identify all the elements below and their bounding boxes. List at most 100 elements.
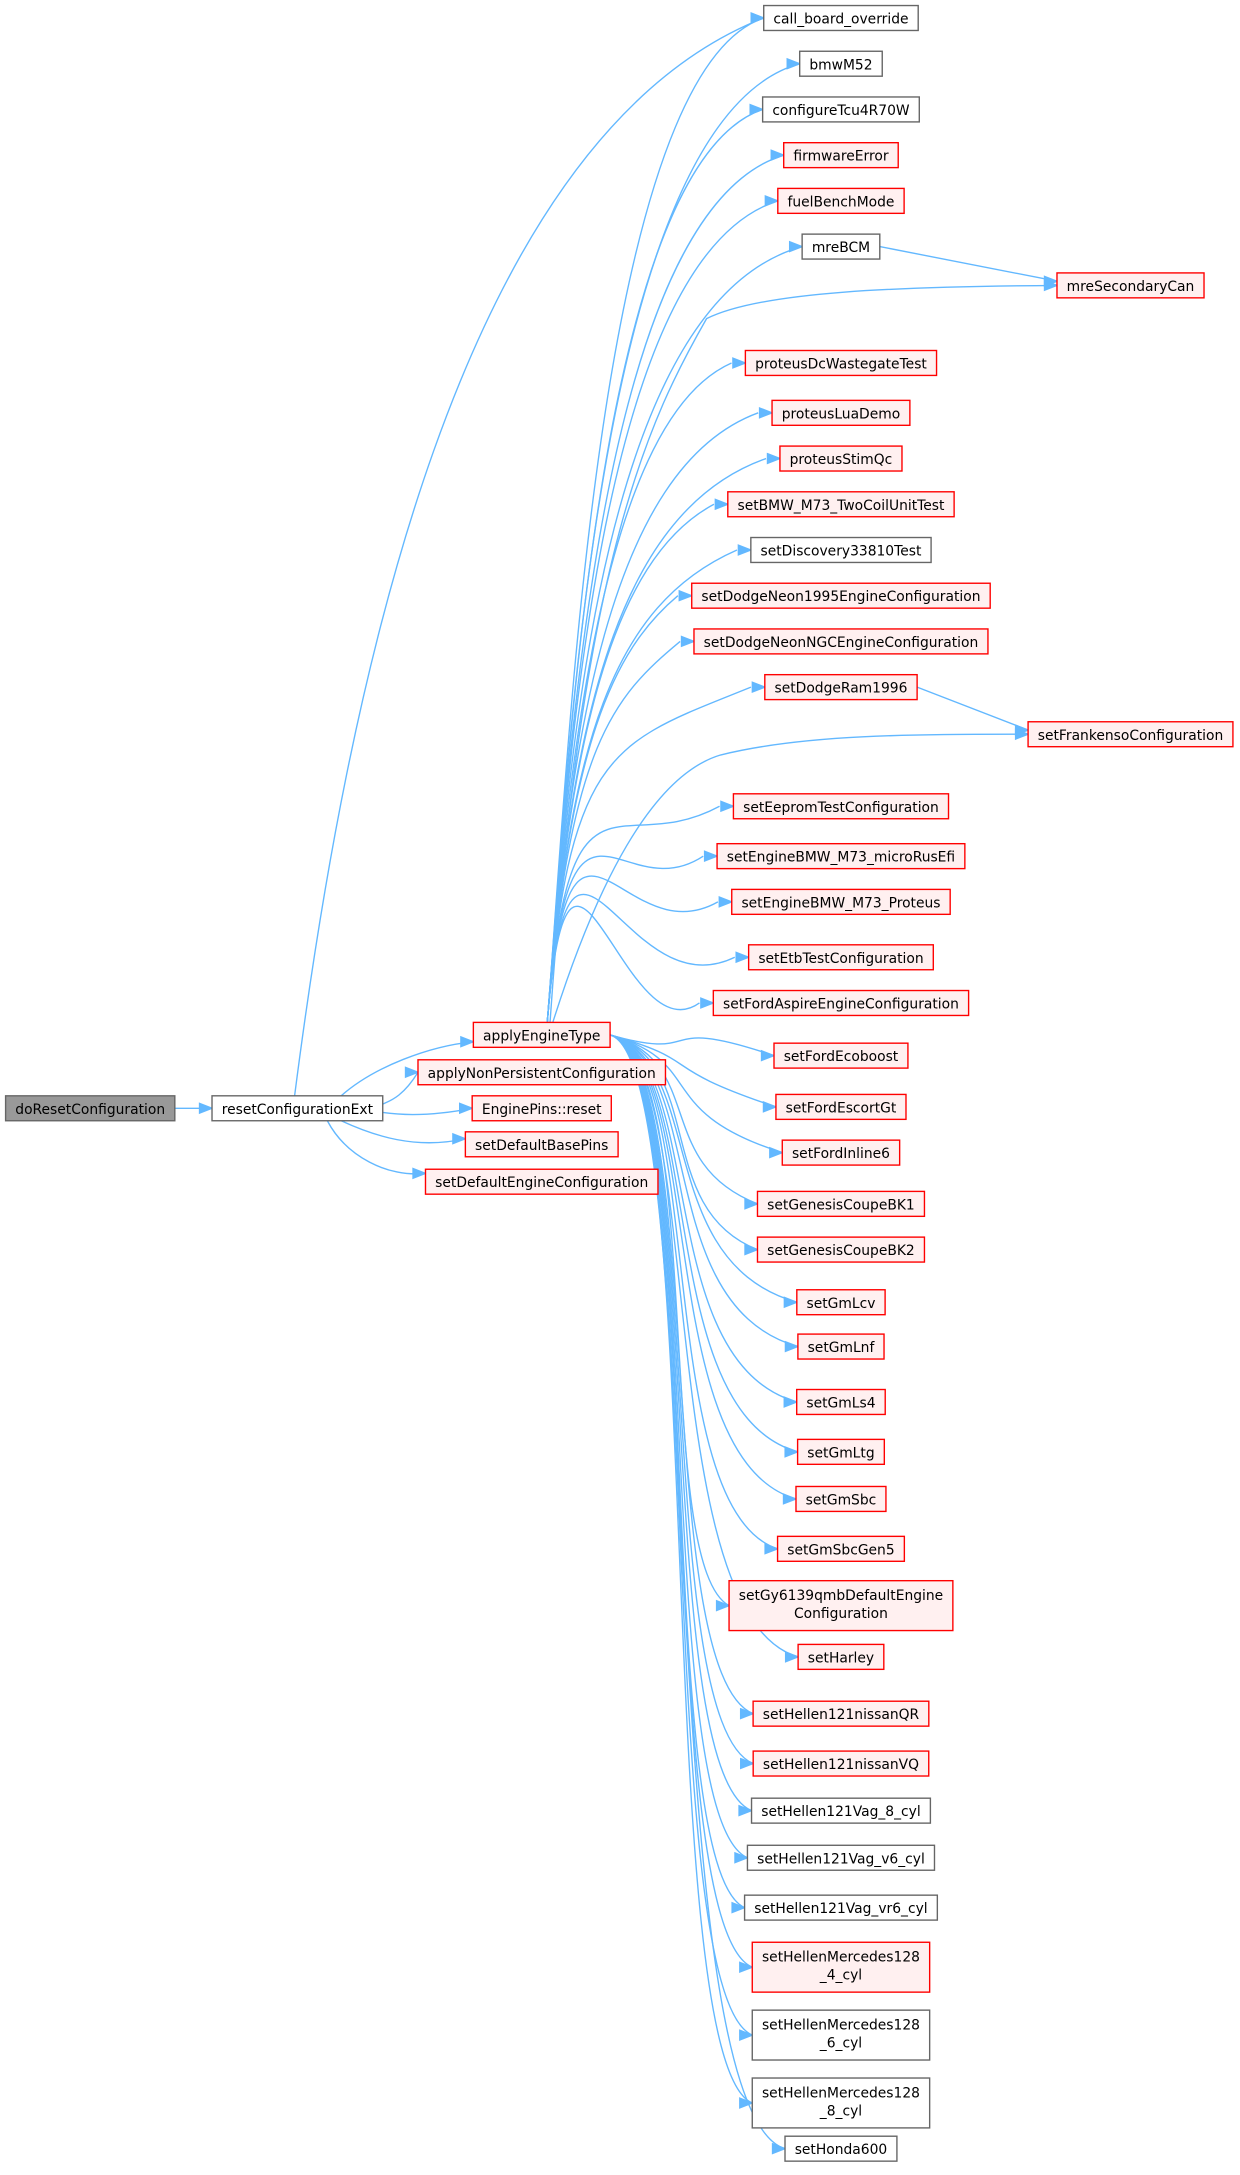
node-sethellen121vag-8-cyl[interactable]: setHellen121Vag_8_cyl — [750, 1797, 932, 1824]
node-setbmw-m73-twocoilunittest[interactable]: setBMW_M73_TwoCoilUnitTest — [727, 491, 955, 518]
node-bmwm52[interactable]: bmwM52 — [798, 50, 883, 77]
node-box — [417, 1059, 667, 1086]
node-label: setHellenMercedes128 — [762, 2085, 920, 2101]
node-label: _6_cyl — [819, 2036, 862, 2052]
node-label: _8_cyl — [819, 2103, 862, 2119]
node-setenginebmw-m73-microrusefi[interactable]: setEngineBMW_M73_microRusEfi — [716, 842, 966, 870]
node-setdefaultengineconfiguration[interactable]: setDefaultEngineConfiguration — [424, 1168, 659, 1195]
edge-applyEngineType-setenginebmw-m73-proteus — [546, 875, 719, 1023]
node-box — [756, 1236, 926, 1263]
arrowhead-icon — [734, 1851, 750, 1864]
node-box — [744, 349, 938, 377]
node-label: applyEngineType — [483, 1028, 600, 1044]
node-box — [775, 1093, 907, 1121]
node-box — [1027, 721, 1234, 748]
arrowhead-icon — [732, 357, 748, 369]
node-setfordecoboost[interactable]: setFordEcoboost — [773, 1042, 909, 1069]
edge-applyEngineType-sethellenmercedes128-6-cyl — [609, 1034, 753, 2036]
arrowhead-icon — [703, 850, 719, 863]
edge-applyEngineType-setfordecoboost — [609, 1034, 775, 1057]
node-label: setGmLs4 — [806, 1396, 875, 1412]
node-box — [751, 1941, 931, 1993]
node-setgmltg[interactable]: setGmLtg — [796, 1438, 886, 1466]
node-box — [795, 1485, 887, 1513]
arrowhead-icon — [735, 951, 751, 964]
node-label: applyNonPersistentConfiguration — [428, 1066, 656, 1082]
node-setdodgeneonngcengineconfiguration[interactable]: setDodgeNeonNGCEngineConfiguration — [693, 628, 989, 655]
node-box — [764, 673, 918, 701]
node-proteusluademo[interactable]: proteusLuaDemo — [771, 399, 911, 426]
node-sethonda600[interactable]: setHonda600 — [784, 2135, 898, 2162]
node-applyenginetype[interactable]: applyEngineType — [472, 1021, 611, 1049]
edge-applyEngineType-setfordinline6 — [609, 1034, 783, 1154]
arrowhead-icon — [452, 1132, 468, 1145]
node-box — [752, 1750, 930, 1777]
node-box — [471, 1095, 612, 1122]
node-label: setFrankensoConfiguration — [1038, 728, 1223, 744]
node-proteusstimqc[interactable]: proteusStimQc — [779, 445, 903, 472]
arrowhead-icon — [766, 452, 782, 465]
node-resetconfigurationext[interactable]: resetConfigurationExt — [211, 1095, 384, 1122]
edge-resetExt-enginepins-reset — [382, 1107, 473, 1116]
node-setenginebmw-m73-proteus[interactable]: setEngineBMW_M73_Proteus — [731, 888, 951, 916]
node-label: firmwareError — [793, 149, 888, 165]
node-sethellen121vag-v6-cyl[interactable]: setHellen121Vag_v6_cyl — [746, 1844, 936, 1871]
node-setgmls4[interactable]: setGmLs4 — [796, 1388, 886, 1416]
node-label: setDefaultBasePins — [475, 1138, 608, 1154]
node-label: proteusDcWastegateTest — [755, 357, 927, 373]
node-box — [464, 1131, 619, 1158]
node-configuretcu4r70w[interactable]: configureTcu4R70W — [761, 96, 920, 123]
node-label: Configuration — [794, 1606, 888, 1622]
node-mrebcm[interactable]: mreBCM — [801, 233, 881, 260]
node-setgmlcv[interactable]: setGmLcv — [796, 1289, 886, 1316]
node-setgmsbcgen5[interactable]: setGmSbcGen5 — [776, 1535, 906, 1562]
node-enginepins-reset[interactable]: EnginePins::reset — [471, 1095, 612, 1122]
node-call-board-override[interactable]: call_board_override — [763, 4, 919, 32]
arrowhead-icon — [737, 544, 753, 556]
node-doresetconfiguration[interactable]: doResetConfiguration — [4, 1095, 176, 1122]
node-box — [771, 399, 911, 426]
node-box — [777, 187, 905, 215]
node-label: setHellen121Vag_v6_cyl — [757, 1851, 925, 1867]
node-applynonpersistentconfiguration[interactable]: applyNonPersistentConfiguration — [417, 1059, 667, 1086]
node-label: setEepromTestConfiguration — [743, 800, 939, 816]
node-box — [747, 944, 934, 971]
arrowhead-icon — [740, 1757, 756, 1770]
node-setdiscovery33810test[interactable]: setDiscovery33810Test — [750, 536, 932, 564]
arrowhead-icon — [680, 635, 696, 648]
node-setetbtestconfiguration[interactable]: setEtbTestConfiguration — [747, 944, 934, 971]
node-setharley[interactable]: setHarley — [797, 1643, 885, 1671]
node-fuelbenchmode[interactable]: fuelBenchMode — [777, 187, 905, 215]
node-setfrankensoconfiguration[interactable]: setFrankensoConfiguration — [1027, 721, 1234, 748]
node-proteusdcwastegatetest[interactable]: proteusDcWastegateTest — [744, 349, 938, 377]
node-setfordaspireengineconfiguration[interactable]: setFordAspireEngineConfiguration — [712, 989, 970, 1017]
node-setfordinline6[interactable]: setFordInline6 — [781, 1139, 901, 1166]
node-sethellen121vag-vr6-cyl[interactable]: setHellen121Vag_vr6_cyl — [743, 1894, 939, 1921]
node-sethellen121nissanqr[interactable]: setHellen121nissanQR — [752, 1700, 930, 1727]
node-setgmlnf[interactable]: setGmLnf — [797, 1333, 885, 1360]
node-box — [743, 1894, 939, 1921]
node-setgenesiscoupebk1[interactable]: setGenesisCoupeBK1 — [756, 1190, 926, 1218]
node-setdefaultbasepins[interactable]: setDefaultBasePins — [464, 1131, 619, 1158]
arrowhead-icon — [764, 1542, 780, 1555]
node-mresecondarycan[interactable]: mreSecondaryCan — [1056, 272, 1205, 299]
node-label: setHellen121Vag_vr6_cyl — [754, 1901, 927, 1917]
node-setgmsbc[interactable]: setGmSbc — [795, 1485, 887, 1513]
node-label: proteusStimQc — [790, 452, 893, 468]
node-setdodgeram1996[interactable]: setDodgeRam1996 — [764, 673, 918, 701]
node-setgenesiscoupebk2[interactable]: setGenesisCoupeBK2 — [756, 1236, 926, 1263]
node-sethellenmercedes128-8-cyl[interactable]: setHellenMercedes128 _8_cyl — [751, 2077, 931, 2129]
node-setdodgeneon1995engineconfiguration[interactable]: setDodgeNeon1995EngineConfiguration — [691, 582, 991, 609]
node-sethellenmercedes128-4-cyl[interactable]: setHellenMercedes128_4_cyl — [751, 1941, 931, 1993]
edges — [174, 12, 1059, 2155]
arrowhead-icon — [731, 1901, 747, 1914]
node-label: fuelBenchMode — [788, 194, 895, 210]
node-setfordescortgt[interactable]: setFordEscortGt — [775, 1093, 907, 1121]
node-firmwareerror[interactable]: firmwareError — [783, 141, 899, 169]
node-sethellenmercedes128-6-cyl[interactable]: setHellenMercedes128_6_cyl — [751, 2009, 931, 2061]
node-sethellen121nissanvq[interactable]: setHellen121nissanVQ — [752, 1750, 930, 1777]
node-seteepromtestconfiguration[interactable]: setEepromTestConfiguration — [732, 793, 950, 820]
node-box — [750, 1797, 932, 1824]
